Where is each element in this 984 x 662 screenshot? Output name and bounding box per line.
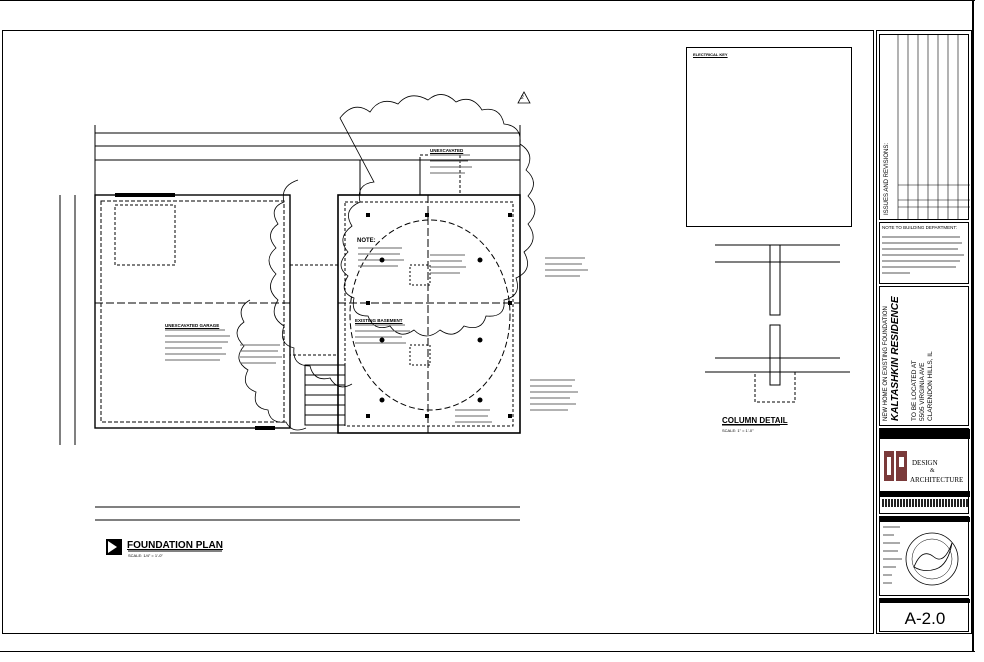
drawing-info-stamp xyxy=(879,516,970,596)
sheet-number-bar xyxy=(880,599,970,603)
electrical-legend: ELECTRICAL KEY xyxy=(686,47,852,227)
revision-tag: 2 xyxy=(521,95,524,101)
sheet-number-box: A-2.0 xyxy=(879,598,970,632)
revisions-grid xyxy=(897,35,970,219)
architect-seal xyxy=(883,526,959,586)
firm-info: DESIGN & ARCHITECTURE xyxy=(879,428,970,514)
firm-name-line2: ARCHITECTURE xyxy=(910,476,964,484)
column-detail-title: COLUMN DETAIL xyxy=(722,416,788,425)
firm-name-line1: DESIGN xyxy=(912,459,938,467)
firm-address-bar xyxy=(880,491,970,497)
foundation-plan-title: FOUNDATION PLAN xyxy=(127,540,223,551)
title-block: ISSUES AND REVISIONS: NOTE TO BUILDING D… xyxy=(876,30,972,634)
sheet-right-edge xyxy=(972,0,974,652)
foundation-plan-title-text: FOUNDATION PLAN xyxy=(127,540,223,551)
column-detail-scale: SCALE: 1" = 1'-0" xyxy=(722,428,754,433)
column-detail-title-text: COLUMN DETAIL xyxy=(722,416,788,425)
stamp-header-bar xyxy=(880,517,970,522)
sheet-bottom-edge xyxy=(0,651,975,652)
note-title: NOTE: xyxy=(357,238,376,244)
firm-logo-icon xyxy=(883,449,909,485)
unexcavated-garage-label: UNEXCAVATED GARAGE xyxy=(165,323,220,328)
unexcavated-label: UNEXCAVATED xyxy=(430,148,464,153)
address-line2: CLARENDON HILLS, IL xyxy=(927,351,934,421)
firm-contact-line xyxy=(882,499,968,507)
legend-title: ELECTRICAL KEY xyxy=(693,52,728,57)
firm-name-amp: & xyxy=(930,468,935,474)
foundation-plan-scale: SCALE: 1/4" = 1'-0" xyxy=(128,553,163,558)
drawing-border xyxy=(2,30,874,634)
building-dept-note-title: NOTE TO BUILDING DEPARTMENT: xyxy=(882,225,957,230)
sheet-number: A-2.0 xyxy=(904,609,946,628)
building-dept-note-text xyxy=(882,236,964,274)
address-line1: 5505 VIRGINIA AVE xyxy=(919,362,926,421)
firm-header-bar xyxy=(880,429,970,439)
building-dept-note: NOTE TO BUILDING DEPARTMENT: xyxy=(879,222,969,284)
to-be-located-at: TO BE LOCATED AT xyxy=(911,360,918,421)
project-info: NEW HOME ON EXISTING FOUNDATION KALTASHK… xyxy=(879,286,969,426)
sheet-top-edge xyxy=(0,0,975,1)
existing-basement-label: EXISTING BASEMENT xyxy=(355,318,403,323)
issues-header: ISSUES AND REVISIONS: xyxy=(884,142,890,215)
project-subtitle: NEW HOME ON EXISTING FOUNDATION xyxy=(883,306,889,421)
issues-revisions-table: ISSUES AND REVISIONS: xyxy=(879,34,970,220)
project-name: KALTASHKIN RESIDENCE xyxy=(890,296,901,421)
